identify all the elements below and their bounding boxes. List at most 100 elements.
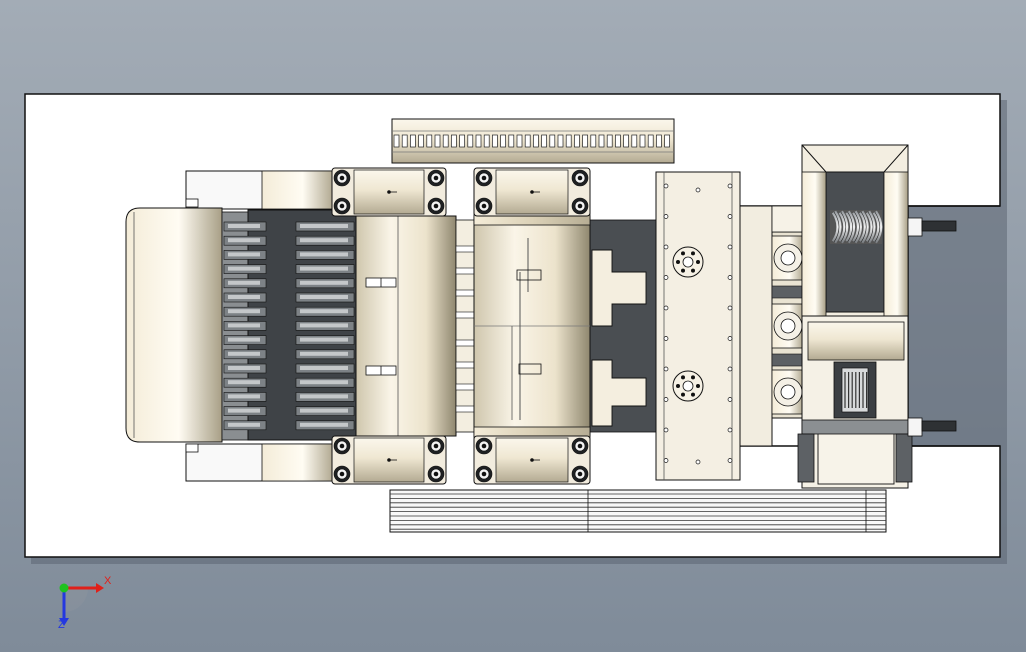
belt-slot — [574, 134, 580, 148]
bearing-bolt-head — [433, 443, 439, 449]
flange-hub — [682, 380, 694, 392]
belt-slot — [516, 134, 523, 148]
flange-hub — [682, 256, 694, 268]
belt-slot — [615, 134, 621, 148]
belt-slot — [541, 134, 547, 148]
bearing-bolt-head — [433, 203, 439, 209]
plate-bolt — [663, 244, 669, 250]
bearing-bolt-head — [481, 175, 487, 181]
shaft-rod — [455, 361, 475, 369]
belt-slot — [606, 134, 613, 148]
belt-slot — [410, 134, 416, 148]
belt-slot — [500, 134, 506, 148]
bearing-bolt-head — [577, 443, 583, 449]
bearing-bolt-head — [577, 203, 583, 209]
cutter-tooth-highlight — [228, 422, 260, 427]
cutter-tooth-highlight — [300, 337, 348, 342]
belt-slot — [582, 134, 588, 148]
bearing-bolt-head — [577, 471, 583, 477]
belt-slot — [418, 134, 424, 148]
belt-slot — [549, 134, 556, 148]
bearing-bolt-head — [577, 175, 583, 181]
plate-bolt — [727, 397, 733, 402]
bearing-bolt-head — [433, 471, 439, 477]
plate-bolt — [663, 397, 669, 402]
x-axis-arrowhead — [96, 583, 104, 593]
plate-bolt — [727, 336, 733, 341]
cutter-tooth-highlight — [228, 224, 260, 228]
flange-bolt — [691, 392, 695, 397]
pulley-hub — [780, 250, 796, 266]
cutter-tooth-highlight — [228, 309, 260, 314]
plate-bolt — [727, 275, 733, 280]
belt-slot — [442, 134, 449, 148]
cutter-tooth-highlight — [228, 252, 260, 257]
flange-bolt — [691, 375, 695, 380]
belt-lines — [390, 493, 886, 530]
flange-bolt — [681, 268, 685, 273]
x-axis-label: X — [104, 575, 112, 587]
belt-slot — [647, 134, 654, 148]
plate-bolt — [695, 187, 701, 193]
belt-slot — [393, 134, 400, 148]
plate-bolt — [663, 183, 669, 189]
left-frame — [185, 170, 337, 482]
cutter-tooth-highlight — [300, 238, 348, 243]
z-axis-label: Z — [58, 619, 65, 631]
spring-coil-edge — [833, 211, 840, 243]
shaft-rod — [455, 245, 475, 253]
belt-slot — [459, 134, 465, 148]
bearing-cap — [495, 437, 569, 483]
cutter-tooth-highlight — [228, 408, 260, 413]
spring-coil-edge — [854, 211, 860, 243]
plate-bolt — [727, 427, 733, 433]
bottom-belt — [389, 489, 887, 533]
y-axis-dot — [59, 583, 69, 593]
cutter-tooth-highlight — [300, 380, 348, 385]
cutter-tooth-highlight — [228, 380, 260, 385]
coordinate-triad — [59, 583, 104, 626]
plate-bolt — [727, 244, 733, 250]
belt-slot — [401, 134, 408, 148]
belt-slot — [483, 134, 490, 148]
cutter-tooth-highlight — [300, 366, 348, 370]
cutter-tooth-highlight — [228, 280, 260, 285]
flange-bolt — [696, 384, 700, 388]
belt-slot — [508, 134, 515, 148]
belt-slots — [393, 134, 670, 148]
belt-slot — [598, 134, 605, 148]
shaft-rod — [455, 289, 475, 297]
belt-slot — [631, 134, 638, 148]
cutter-tooth-highlight — [228, 351, 260, 356]
belt-slot — [451, 134, 457, 148]
cutter-tooth-highlight — [228, 295, 260, 299]
shaft-rod — [455, 267, 475, 275]
flange-bolt — [676, 384, 680, 388]
plate-bolt — [727, 458, 733, 463]
belt-slot — [639, 134, 646, 148]
bearing-bolt-head — [339, 471, 345, 477]
belt-slot — [426, 134, 433, 148]
flange-bolt — [681, 251, 685, 256]
bearing-housings-left — [331, 167, 447, 485]
shaft-rod — [455, 405, 475, 413]
cutter-tooth-highlight — [300, 408, 348, 413]
cutter-tooth-highlight — [300, 351, 348, 356]
bearing-bolt-head — [433, 175, 439, 181]
cutter-tooth-highlight — [300, 309, 348, 314]
belt-slot — [623, 134, 629, 148]
cutter-tooth-highlight — [228, 323, 260, 328]
belt-slot — [467, 134, 474, 148]
coupling-brackets — [591, 249, 647, 427]
plate-bolt — [663, 305, 669, 311]
tension-spring — [830, 210, 883, 244]
cutter-tooth-highlight — [300, 224, 348, 228]
plate-bolt — [663, 458, 669, 463]
shaft-rod — [455, 339, 475, 347]
flange-bolt — [691, 268, 695, 273]
cutter-tooth-highlight — [300, 394, 348, 399]
plate-bolt — [663, 214, 669, 219]
spring-coil-edge — [840, 211, 847, 243]
bearing-bolt-head — [339, 443, 345, 449]
